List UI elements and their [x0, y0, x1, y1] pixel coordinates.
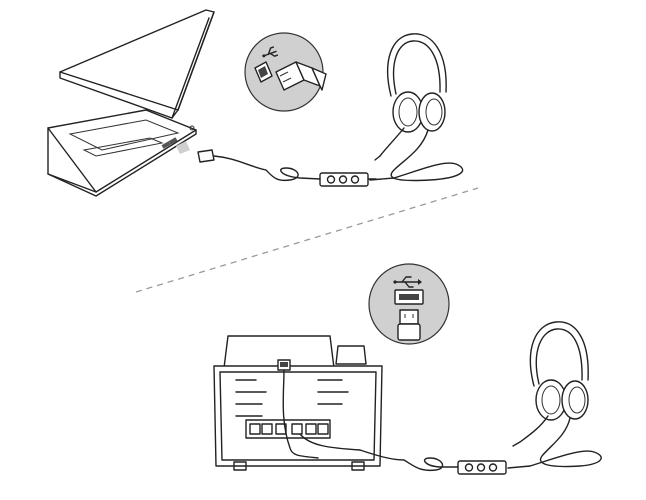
laptop-icon	[47, 9, 215, 197]
inline-control-icon	[319, 172, 377, 187]
usb-plug-icon	[275, 61, 327, 91]
headset-icon	[369, 33, 464, 182]
usb-cable-top	[197, 149, 321, 182]
inline-control-icon	[457, 460, 507, 475]
usb-symbol-icon	[393, 276, 422, 288]
usb-symbol-icon	[262, 46, 279, 58]
usb-cable-bottom	[359, 449, 459, 472]
headset-icon	[507, 321, 602, 469]
usb-plug-icon	[397, 309, 421, 341]
usb-port-callout	[368, 263, 450, 345]
section-divider	[135, 187, 479, 293]
ip-phone-icon	[213, 335, 383, 471]
usb-port-callout	[244, 32, 327, 112]
